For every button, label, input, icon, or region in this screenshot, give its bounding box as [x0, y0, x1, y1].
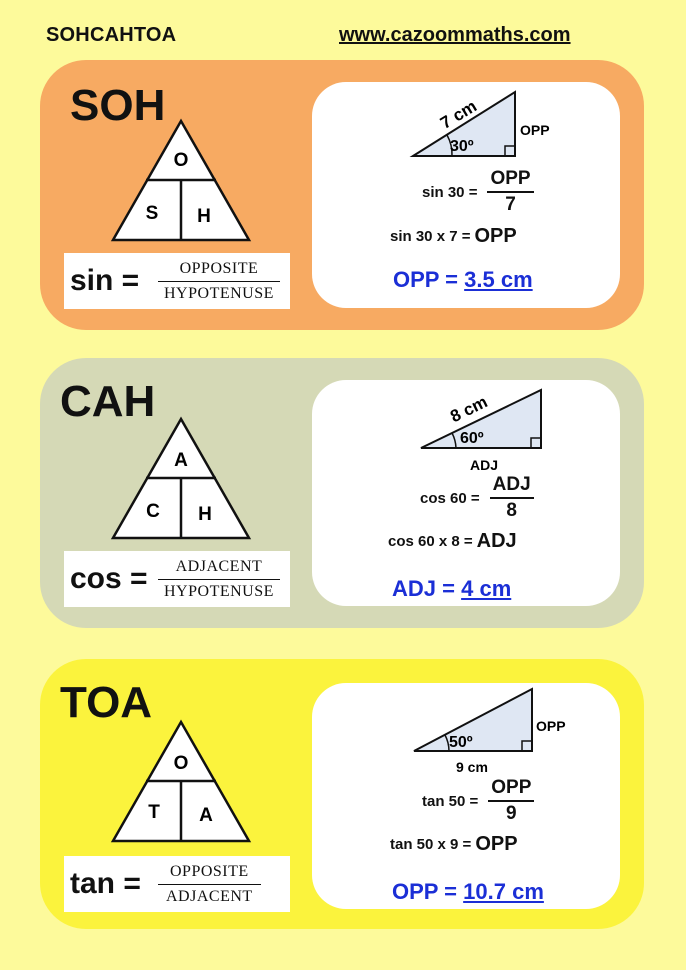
example-card: 8 cm 60º ADJ cos 60 = ADJ 8 cos 60 x 8 =…: [312, 380, 620, 606]
triangle-left-letter: C: [146, 501, 160, 522]
cos-formula: cos = ADJACENT HYPOTENUSE: [64, 551, 290, 607]
equation-lhs: tan 50 x 9 =: [390, 836, 472, 853]
equation-lhs: tan 50 =: [422, 792, 479, 810]
panel-heading: SOH: [70, 81, 166, 130]
formula-function: cos =: [70, 562, 148, 595]
answer-value: 4 cm: [461, 576, 512, 601]
triangle-right-letter: H: [198, 504, 212, 525]
cah-panel: CAH A C H cos = ADJACENT HYPOTENUSE 8 cm…: [40, 358, 644, 628]
answer: OPP = 3.5 cm: [393, 267, 533, 293]
equation-lhs: sin 30 x 7 =: [390, 228, 471, 245]
triangle-right-letter: A: [199, 805, 213, 826]
formula-triangle: O S H: [110, 118, 252, 242]
fraction-numerator: ADJ: [489, 474, 534, 499]
answer-label: OPP =: [392, 879, 458, 904]
triangle-left-letter: S: [146, 203, 159, 224]
formula-denominator: HYPOTENUSE: [164, 582, 274, 600]
right-triangle-figure: 50º OPP 9 cm: [413, 687, 566, 775]
equation-step-1: tan 50 = OPP 9: [422, 777, 535, 825]
equation-lhs: cos 60 x 8 =: [388, 533, 473, 550]
answer-value: 3.5 cm: [464, 267, 533, 292]
equation-step-2: cos 60 x 8 = ADJ: [388, 530, 517, 553]
angle-label: 50º: [449, 734, 473, 751]
formula-fraction: ADJACENT HYPOTENUSE: [158, 558, 280, 601]
formula-function: tan =: [70, 867, 141, 900]
angle-label: 30º: [450, 138, 474, 155]
tan-formula: tan = OPPOSITE ADJACENT: [64, 856, 290, 912]
fraction-numerator: OPP: [487, 168, 534, 193]
fraction-denominator: 9: [506, 803, 517, 824]
answer-value: 10.7 cm: [463, 879, 544, 904]
adjacent-label: ADJ: [470, 457, 498, 473]
formula-numerator: OPPOSITE: [158, 863, 261, 885]
right-triangle-figure: 8 cm 60º ADJ: [420, 388, 542, 473]
right-triangle-figure: 7 cm 30º OPP: [409, 90, 550, 157]
equation-fraction: OPP 7: [487, 168, 534, 216]
triangle-top-letter: A: [174, 450, 188, 471]
formula-triangle: O T A: [110, 719, 252, 843]
equation-fraction: OPP 9: [488, 777, 535, 825]
equation-step-1: sin 30 = OPP 7: [422, 168, 534, 216]
formula-numerator: OPPOSITE: [158, 260, 280, 282]
equation-rhs: OPP: [475, 833, 518, 855]
triangle-top-letter: O: [174, 753, 189, 774]
answer-label: OPP =: [393, 267, 459, 292]
page-header-title: SOHCAHTOA: [46, 24, 177, 46]
formula-fraction: OPPOSITE HYPOTENUSE: [158, 260, 280, 303]
answer: OPP = 10.7 cm: [392, 879, 544, 905]
equation-lhs: sin 30 =: [422, 183, 478, 201]
adjacent-label: 9 cm: [456, 759, 488, 775]
formula-denominator: HYPOTENUSE: [164, 284, 274, 302]
fraction-numerator: OPP: [488, 777, 535, 802]
equation-lhs: cos 60 =: [420, 489, 480, 507]
fraction-denominator: 7: [505, 194, 516, 215]
triangle-right-letter: H: [197, 206, 211, 227]
formula-triangle: A C H: [110, 416, 252, 540]
triangle-top-letter: O: [174, 150, 189, 171]
soh-panel: SOH O S H sin = OPPOSITE HYPOTENUSE 7 cm…: [40, 60, 644, 330]
equation-fraction: ADJ 8: [489, 474, 534, 522]
example-card: 7 cm 30º OPP sin 30 = OPP 7 sin 30 x 7 =…: [312, 82, 620, 308]
equation-rhs: OPP: [474, 225, 517, 247]
answer-label: ADJ =: [392, 576, 455, 601]
equation-rhs: ADJ: [476, 530, 517, 552]
fraction-denominator: 8: [506, 500, 517, 521]
equation-step-1: cos 60 = ADJ 8: [420, 474, 534, 522]
example-card: 50º OPP 9 cm tan 50 = OPP 9 tan 50 x 9 =…: [312, 683, 620, 909]
angle-label: 60º: [460, 430, 484, 447]
website-link[interactable]: www.cazoommaths.com: [339, 24, 571, 46]
opposite-label: OPP: [536, 718, 566, 734]
formula-numerator: ADJACENT: [158, 558, 280, 580]
formula-denominator: ADJACENT: [166, 887, 253, 905]
formula-function: sin =: [70, 264, 140, 297]
panel-heading: TOA: [60, 678, 153, 727]
panel-heading: CAH: [60, 377, 156, 426]
answer: ADJ = 4 cm: [392, 576, 511, 602]
toa-panel: TOA O T A tan = OPPOSITE ADJACENT 50º OP…: [40, 659, 644, 929]
equation-step-2: tan 50 x 9 = OPP: [390, 833, 518, 856]
equation-step-2: sin 30 x 7 = OPP: [390, 225, 517, 248]
triangle-left-letter: T: [148, 802, 160, 823]
opposite-label: OPP: [520, 122, 550, 138]
sin-formula: sin = OPPOSITE HYPOTENUSE: [64, 253, 290, 309]
formula-fraction: OPPOSITE ADJACENT: [158, 863, 261, 906]
